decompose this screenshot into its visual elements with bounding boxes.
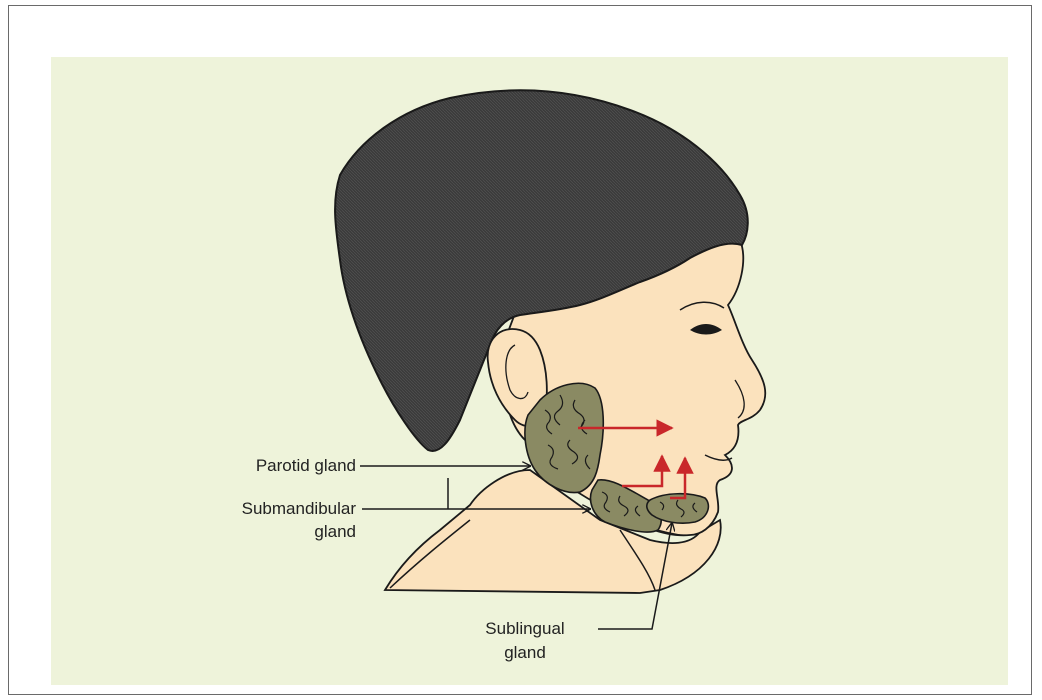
label-submandibular-line1: Submandibular bbox=[190, 499, 356, 519]
label-sublingual-line2: gland bbox=[450, 643, 600, 663]
label-parotid-gland: Parotid gland bbox=[190, 456, 356, 476]
label-sublingual-line1: Sublingual bbox=[450, 619, 600, 639]
label-submandibular-line2: gland bbox=[190, 522, 356, 542]
